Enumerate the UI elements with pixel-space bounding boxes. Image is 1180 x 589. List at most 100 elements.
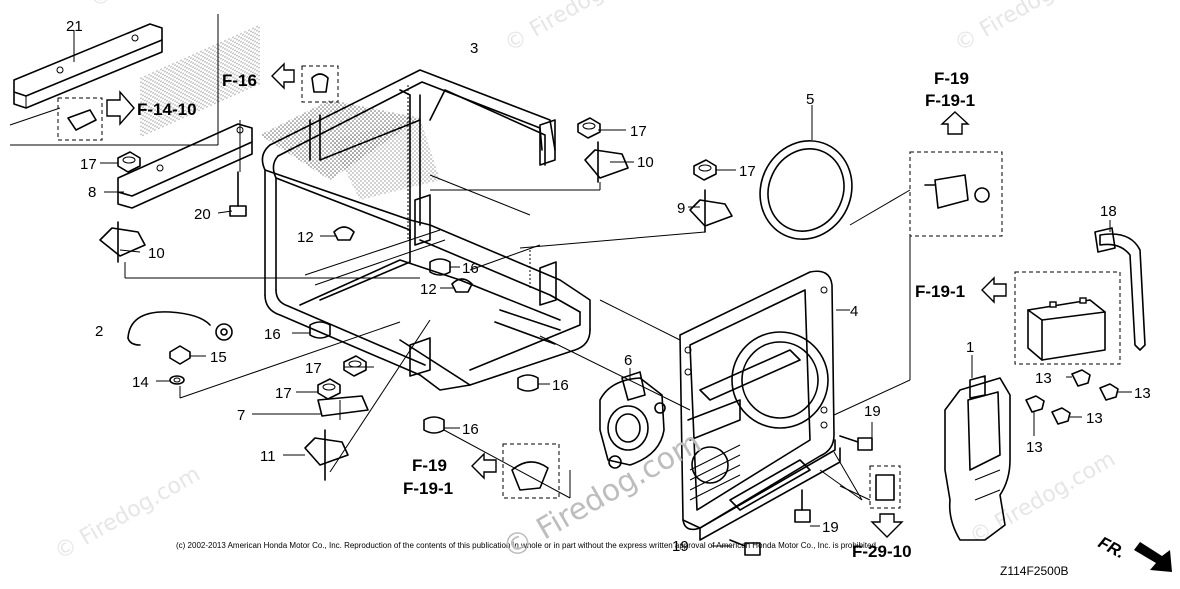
bracket-part-7 bbox=[317, 395, 369, 420]
part-number: 8 bbox=[88, 184, 96, 201]
part-number: 12 bbox=[420, 281, 437, 298]
part-number: 16 bbox=[462, 421, 479, 438]
cap-part-12 bbox=[451, 278, 473, 293]
bolt-part-19 bbox=[729, 539, 761, 556]
cap-part-12 bbox=[333, 226, 355, 241]
part-number: 2 bbox=[95, 323, 103, 340]
ref-f19-1: F-19-1 bbox=[403, 479, 453, 498]
part-number: 15 bbox=[210, 349, 227, 366]
front-direction-label: FR. bbox=[1095, 533, 1128, 563]
part-number: 5 bbox=[806, 91, 814, 108]
mount-part-10 bbox=[99, 221, 146, 263]
part-number: 7 bbox=[237, 407, 245, 424]
part-number: 1 bbox=[966, 339, 974, 356]
nut-part-15 bbox=[169, 345, 191, 365]
ref-f19-1: F-19-1 bbox=[915, 282, 965, 301]
part-number: 19 bbox=[672, 538, 689, 555]
top-plate-shading bbox=[330, 118, 440, 200]
diagram-code: Z114F2500B bbox=[1000, 564, 1069, 578]
bolt-part-19 bbox=[839, 435, 873, 451]
part-number-labels: 21 3 5 17 10 17 9 17 8 20 12 10 16 12 4 … bbox=[66, 18, 1151, 555]
part-number: 16 bbox=[462, 260, 479, 277]
part-number: 13 bbox=[1134, 385, 1151, 402]
part-number: 16 bbox=[264, 326, 281, 343]
nut-part-17 bbox=[117, 151, 141, 173]
nut-part-17 bbox=[317, 378, 341, 400]
right-arrow-icon bbox=[106, 90, 135, 126]
washer-part-14 bbox=[169, 375, 185, 385]
part-number: 17 bbox=[275, 385, 292, 402]
part-number: 3 bbox=[470, 40, 478, 57]
part-number: 13 bbox=[1086, 410, 1103, 427]
clamp-box bbox=[502, 443, 560, 499]
figure-references: F-16 F-14-10 F-19 F-19-1 F-19-1 F-19 F-1… bbox=[137, 69, 975, 561]
nut-part-13 bbox=[1071, 369, 1091, 387]
mount-part-10 bbox=[584, 141, 629, 183]
clip-box bbox=[57, 97, 103, 141]
part-box-f16 bbox=[301, 65, 339, 103]
ref-f14-10: F-14-10 bbox=[137, 100, 197, 119]
side-cover-part-1 bbox=[944, 375, 1011, 541]
bracket-part-21 bbox=[13, 23, 163, 109]
nut-part-17 bbox=[693, 159, 717, 181]
ref-f19: F-19 bbox=[934, 69, 969, 88]
battery-icon bbox=[1027, 297, 1106, 361]
ref-f19-1: F-19-1 bbox=[925, 91, 975, 110]
mount-part-9 bbox=[689, 189, 733, 233]
part-number: 10 bbox=[637, 154, 654, 171]
leader-line bbox=[9, 107, 61, 126]
part-number: 19 bbox=[822, 519, 839, 536]
front-panel-part-4 bbox=[679, 270, 841, 541]
part-number: 4 bbox=[850, 303, 858, 320]
up-arrow-icon bbox=[940, 111, 970, 135]
part-number: 6 bbox=[624, 352, 632, 369]
watermark-faint: © Firedog.com bbox=[501, 0, 655, 57]
mount-box bbox=[869, 465, 901, 509]
part-number: 12 bbox=[297, 229, 314, 246]
bolt-part-19 bbox=[794, 489, 811, 523]
part-number: 20 bbox=[194, 206, 211, 223]
left-arrow-icon bbox=[271, 62, 295, 90]
ref-f19: F-19 bbox=[412, 456, 447, 475]
grommet-part-16 bbox=[309, 321, 331, 339]
part-number: 19 bbox=[864, 403, 881, 420]
part-number: 14 bbox=[132, 374, 149, 391]
leader-lines bbox=[73, 30, 1132, 547]
part-number: 9 bbox=[677, 200, 685, 217]
connector-box bbox=[909, 151, 1003, 237]
down-arrow-icon bbox=[870, 513, 904, 538]
left-arrow-icon bbox=[471, 452, 497, 480]
part-number: 21 bbox=[66, 18, 83, 35]
part-number: 17 bbox=[80, 156, 97, 173]
grommet-part-16 bbox=[517, 374, 539, 392]
main-frame-part-3 bbox=[261, 69, 591, 391]
watermark-faint: © Firedog.com bbox=[86, 0, 240, 13]
grommet-part-16 bbox=[423, 416, 445, 434]
nut-part-17 bbox=[343, 355, 367, 377]
part-number: 17 bbox=[305, 360, 322, 377]
part-number: 13 bbox=[1026, 439, 1043, 456]
connector-icon bbox=[924, 174, 990, 209]
left-arrow-icon bbox=[981, 276, 1007, 304]
clamp-icon bbox=[511, 461, 549, 491]
part-number: 18 bbox=[1100, 203, 1117, 220]
watermark-faint: © Firedog.com bbox=[966, 447, 1120, 550]
part-number: 11 bbox=[260, 448, 276, 465]
cap-icon bbox=[311, 73, 329, 93]
clip-icon bbox=[67, 109, 97, 131]
ref-f16: F-16 bbox=[222, 71, 257, 90]
part-number: 17 bbox=[739, 163, 756, 180]
part-number: 13 bbox=[1035, 370, 1052, 387]
part-number: 16 bbox=[552, 377, 569, 394]
part-number: 17 bbox=[630, 123, 647, 140]
nut-part-17 bbox=[577, 117, 601, 139]
gasket-part-5 bbox=[759, 140, 853, 240]
shroud-part-6 bbox=[599, 371, 666, 469]
nut-part-13 bbox=[1025, 395, 1045, 413]
front-direction-arrow-icon bbox=[1134, 542, 1172, 572]
bolt-part-20 bbox=[229, 171, 247, 217]
copyright-notice: (c) 2002-2013 American Honda Motor Co., … bbox=[176, 541, 878, 550]
cable-part-2 bbox=[127, 311, 233, 346]
